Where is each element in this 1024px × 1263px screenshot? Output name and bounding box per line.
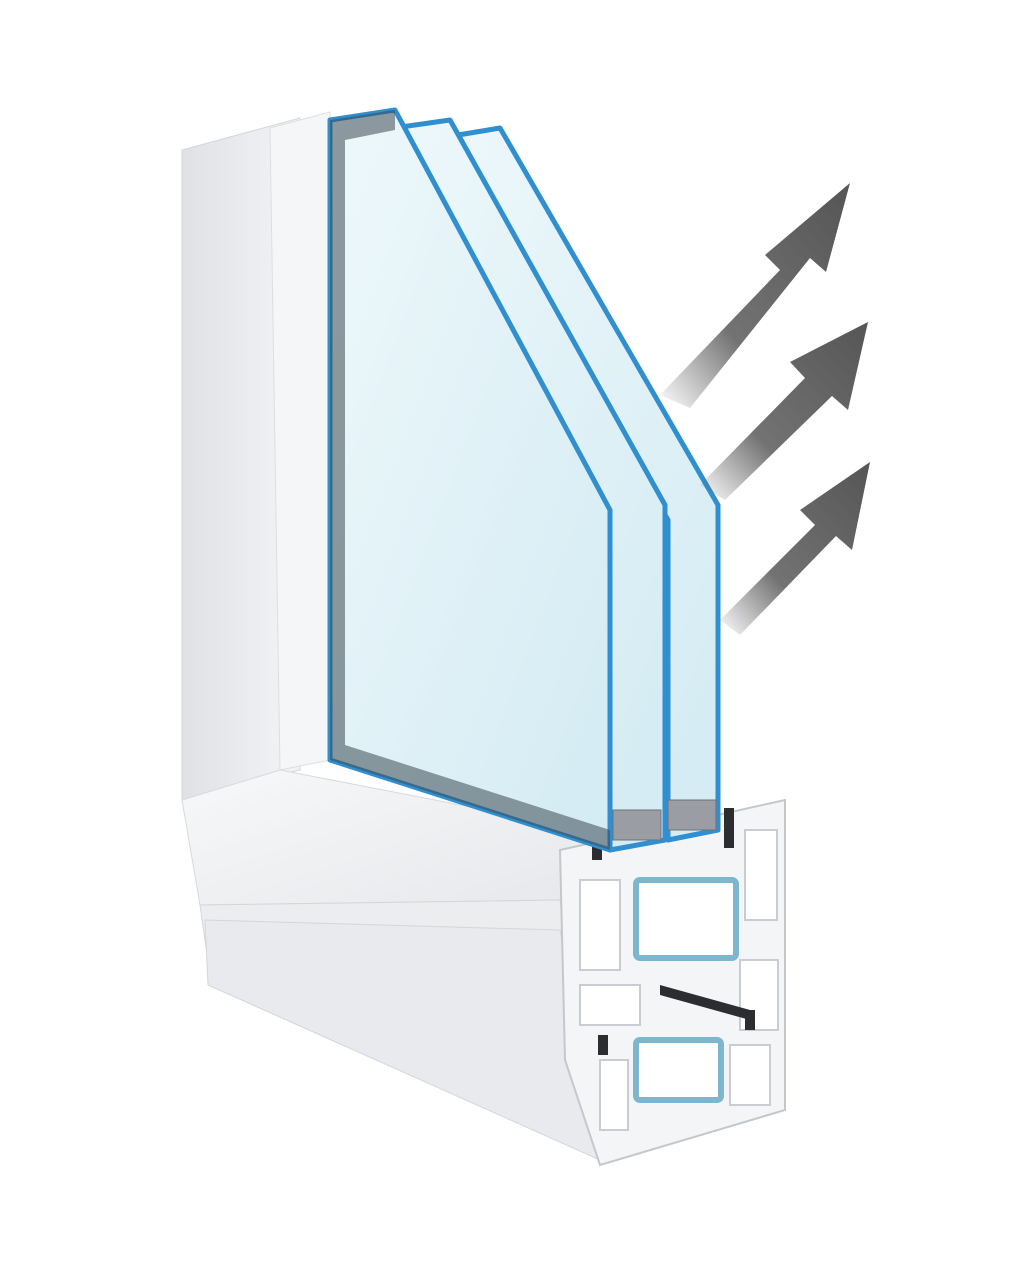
spacer-bar-2 <box>667 799 717 831</box>
steel-reinforcement-upper <box>633 877 739 961</box>
profile-chambers <box>579 808 779 1131</box>
steel-reinforcement-lower <box>633 1037 724 1103</box>
gasket-3 <box>598 1035 608 1055</box>
heat-arrow-bottom <box>720 462 870 635</box>
gasket-2 <box>724 808 734 848</box>
frame-base <box>204 919 601 1161</box>
chamber-6 <box>729 1044 771 1106</box>
chamber-3 <box>579 984 641 1026</box>
chamber-2 <box>744 829 778 921</box>
spacer-bar-1 <box>612 809 662 841</box>
heat-arrow-top <box>660 183 850 408</box>
heat-arrows <box>660 183 870 635</box>
heat-arrow-middle <box>700 322 868 500</box>
chamber-5 <box>599 1059 629 1131</box>
frame-left-face <box>181 117 301 801</box>
frame-inner-bevel <box>269 111 331 771</box>
chamber-1 <box>579 879 621 971</box>
glass-unit <box>327 107 721 853</box>
center-seal <box>660 985 750 1020</box>
